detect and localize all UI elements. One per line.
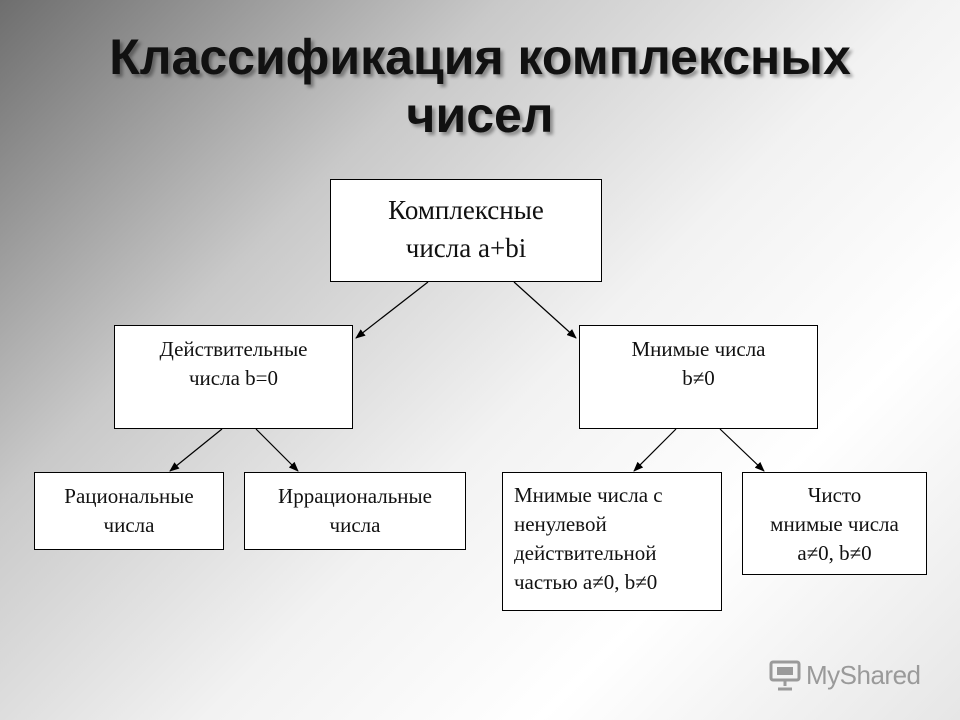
- node-label: Действительные числа b=0: [159, 337, 308, 390]
- node-irrational-numbers: Иррациональные числа: [244, 472, 466, 550]
- node-real-numbers: Действительные числа b=0: [114, 325, 353, 429]
- edge-root-real: [355, 281, 429, 339]
- edge-root-imaginary: [513, 281, 577, 339]
- node-label: Рациональные числа: [64, 484, 194, 537]
- slide-title-line1: Классификация комплексных: [109, 29, 851, 85]
- node-complex-numbers: Комплексные числа a+bi: [330, 179, 602, 282]
- node-imaginary-numbers: Мнимые числа b≠0: [579, 325, 818, 429]
- edge-real-irrational: [255, 428, 299, 472]
- node-label: Иррациональные числа: [278, 484, 432, 537]
- presentation-board-icon: [769, 660, 801, 691]
- edge-imaginary-pure: [719, 428, 765, 472]
- slide-title: Классификация комплексных чисел: [0, 28, 960, 144]
- edge-real-rational: [169, 428, 223, 472]
- node-label: Чисто мнимые числа a≠0, b≠0: [770, 483, 899, 565]
- node-label: Мнимые числа с ненулевой действительной …: [514, 483, 663, 594]
- slide-title-line2: чисел: [406, 87, 554, 143]
- node-imaginary-nonzero-real-part: Мнимые числа с ненулевой действительной …: [502, 472, 722, 611]
- myshared-watermark: MyShared: [768, 656, 938, 696]
- node-pure-imaginary-numbers: Чисто мнимые числа a≠0, b≠0: [742, 472, 927, 575]
- node-label: Комплексные числа a+bi: [388, 195, 544, 263]
- edge-imaginary-nonzero-real: [633, 428, 677, 472]
- watermark-text: MyShared: [806, 660, 921, 690]
- node-label: Мнимые числа b≠0: [631, 337, 766, 390]
- node-rational-numbers: Рациональные числа: [34, 472, 224, 550]
